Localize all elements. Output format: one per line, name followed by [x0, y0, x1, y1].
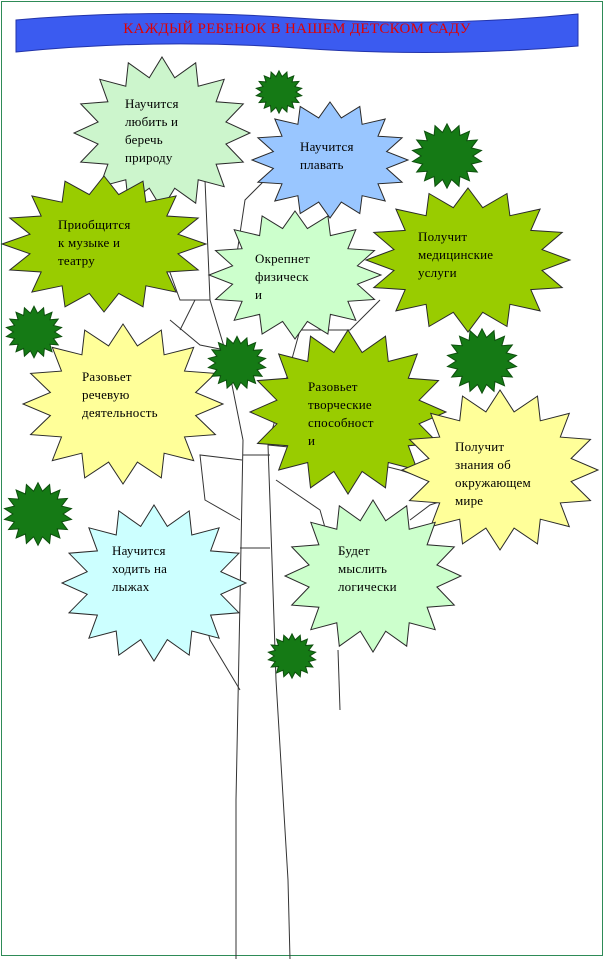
- foliage-blob-7: [267, 632, 317, 680]
- outcome-label-medical: Получит медицинские услуги: [418, 229, 494, 280]
- outcome-burst-music: [0, 175, 208, 313]
- outcome-label-logic: Будет мыслить логически: [338, 543, 397, 594]
- outcome-burst-swim: [250, 101, 410, 219]
- foliage-blob-2: [411, 122, 483, 190]
- title-banner: КАЖДЫЙ РЕБЕНОК В НАШЕМ ДЕТСКОМ САДУ: [12, 6, 582, 58]
- outcome-label-music: Приобщится к музыке и театру: [58, 217, 131, 268]
- foliage-blob-6: [3, 481, 73, 547]
- banner-shape: [15, 12, 579, 54]
- tree-trunk: [235, 439, 291, 959]
- outcome-label-speech: Разовьет речевую деятельность: [82, 369, 158, 420]
- outcome-burst-logic: [283, 499, 463, 653]
- outcome-label-nature: Научится любить и беречь природу: [125, 96, 179, 165]
- page-title: КАЖДЫЙ РЕБЕНОК В НАШЕМ ДЕТСКОМ САДУ: [123, 21, 471, 37]
- foliage-blob-3: [5, 305, 63, 359]
- foliage-blobs: [3, 69, 518, 680]
- foliage-blob-5: [446, 327, 518, 395]
- outcome-burst-ski: [60, 504, 248, 662]
- outcome-label-ski: Научится ходить на лыжах: [112, 543, 168, 594]
- outcome-burst-health: [207, 210, 383, 340]
- foliage-blob-4: [207, 335, 267, 391]
- outcome-label-health: Окрепнет физическ и: [255, 251, 310, 302]
- outcome-burst-world: [400, 389, 600, 551]
- outcome-label-world: Получит знания об окружающем мире: [455, 439, 531, 508]
- outcome-label-swim: Научится плавать: [300, 139, 354, 172]
- outcome-burst-creative: [248, 329, 448, 495]
- outcome-burst-speech: [21, 323, 225, 485]
- outcome-label-creative: Разовьет творческие способност и: [308, 379, 374, 448]
- outcome-burst-medical: [364, 187, 572, 333]
- foliage-blob-1: [255, 69, 303, 115]
